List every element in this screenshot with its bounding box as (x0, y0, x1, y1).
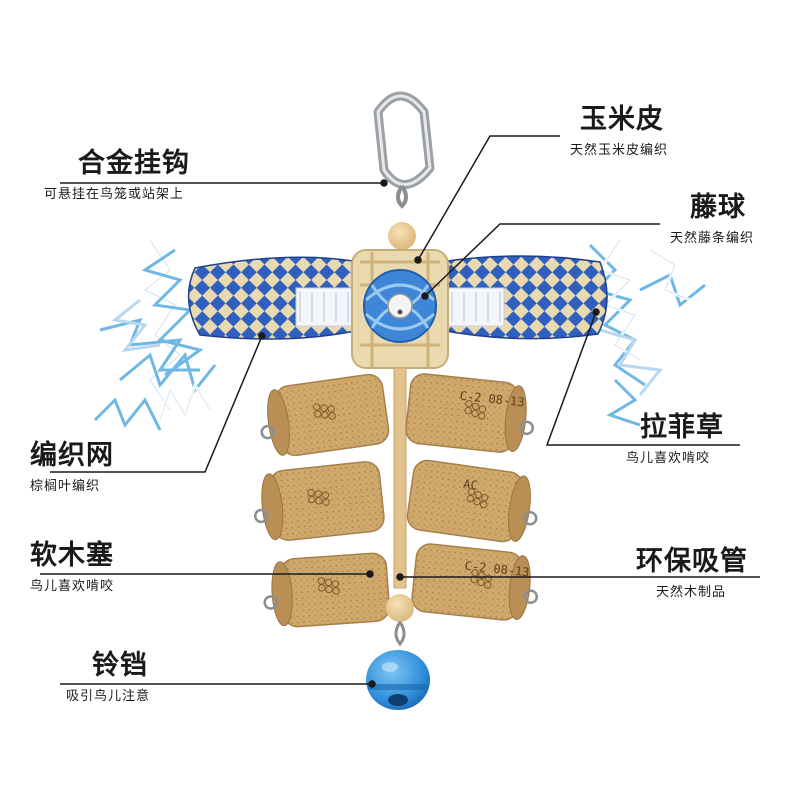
label-raffia-sub: 鸟儿喜欢啃咬 (626, 451, 711, 466)
bell-icon (366, 650, 430, 710)
cork-stopper (253, 461, 385, 541)
label-cork: 软木塞 鸟儿喜欢啃咬 (30, 540, 114, 596)
label-rattan-title: 藤球 (690, 192, 746, 223)
carabiner-hook (373, 91, 435, 209)
label-bell-sub: 吸引鸟儿注意 (66, 689, 151, 704)
cork-stopper: C-2 08-13 (405, 373, 535, 453)
label-rattan-sub: 天然藤条编织 (670, 231, 755, 246)
label-bell-title: 铃铛 (92, 650, 148, 681)
wooden-bead-bottom (386, 594, 414, 622)
label-straw: 环保吸管 天然木制品 (636, 546, 748, 602)
leader-lines (40, 135, 760, 688)
cork-print: C-2 08-13 (464, 559, 530, 580)
label-rattan: 藤球 天然藤条编织 (670, 192, 754, 248)
label-straw-title: 环保吸管 (636, 546, 748, 577)
label-cork-sub: 鸟儿喜欢啃咬 (30, 579, 115, 594)
raffia-right (588, 239, 706, 427)
label-cornhusk-title: 玉米皮 (580, 104, 664, 135)
raffia-left (93, 239, 217, 431)
wooden-bead-top (388, 222, 416, 250)
label-net-sub: 棕榈叶编织 (30, 479, 101, 494)
cork-print: C-2 08-13 (459, 389, 525, 410)
cork-stopper: C-2 08-13 (411, 543, 539, 621)
wooden-stick (393, 367, 407, 589)
label-hook: 合金挂钩 可悬挂在鸟笼或站架上 (44, 148, 190, 204)
label-bell: 铃铛 吸引鸟儿注意 (66, 650, 150, 706)
rattan-ball (363, 269, 437, 343)
label-raffia-title: 拉菲草 (640, 412, 724, 443)
label-cornhusk-sub: 天然玉米皮编织 (570, 143, 669, 158)
cork-stopper: AC (406, 459, 538, 543)
cork-stopper (260, 373, 390, 457)
label-straw-sub: 天然木制品 (656, 585, 727, 600)
cork-print: AC (462, 477, 478, 493)
label-hook-title: 合金挂钩 (78, 148, 190, 179)
label-cork-title: 软木塞 (30, 540, 114, 571)
label-net-title: 编织网 (30, 440, 114, 471)
cork-stopper (263, 552, 391, 628)
label-hook-sub: 可悬挂在鸟笼或站架上 (44, 187, 185, 202)
label-cornhusk: 玉米皮 天然玉米皮编织 (570, 104, 668, 160)
label-raffia: 拉菲草 鸟儿喜欢啃咬 (626, 412, 724, 468)
label-net: 编织网 棕榈叶编织 (30, 440, 114, 496)
